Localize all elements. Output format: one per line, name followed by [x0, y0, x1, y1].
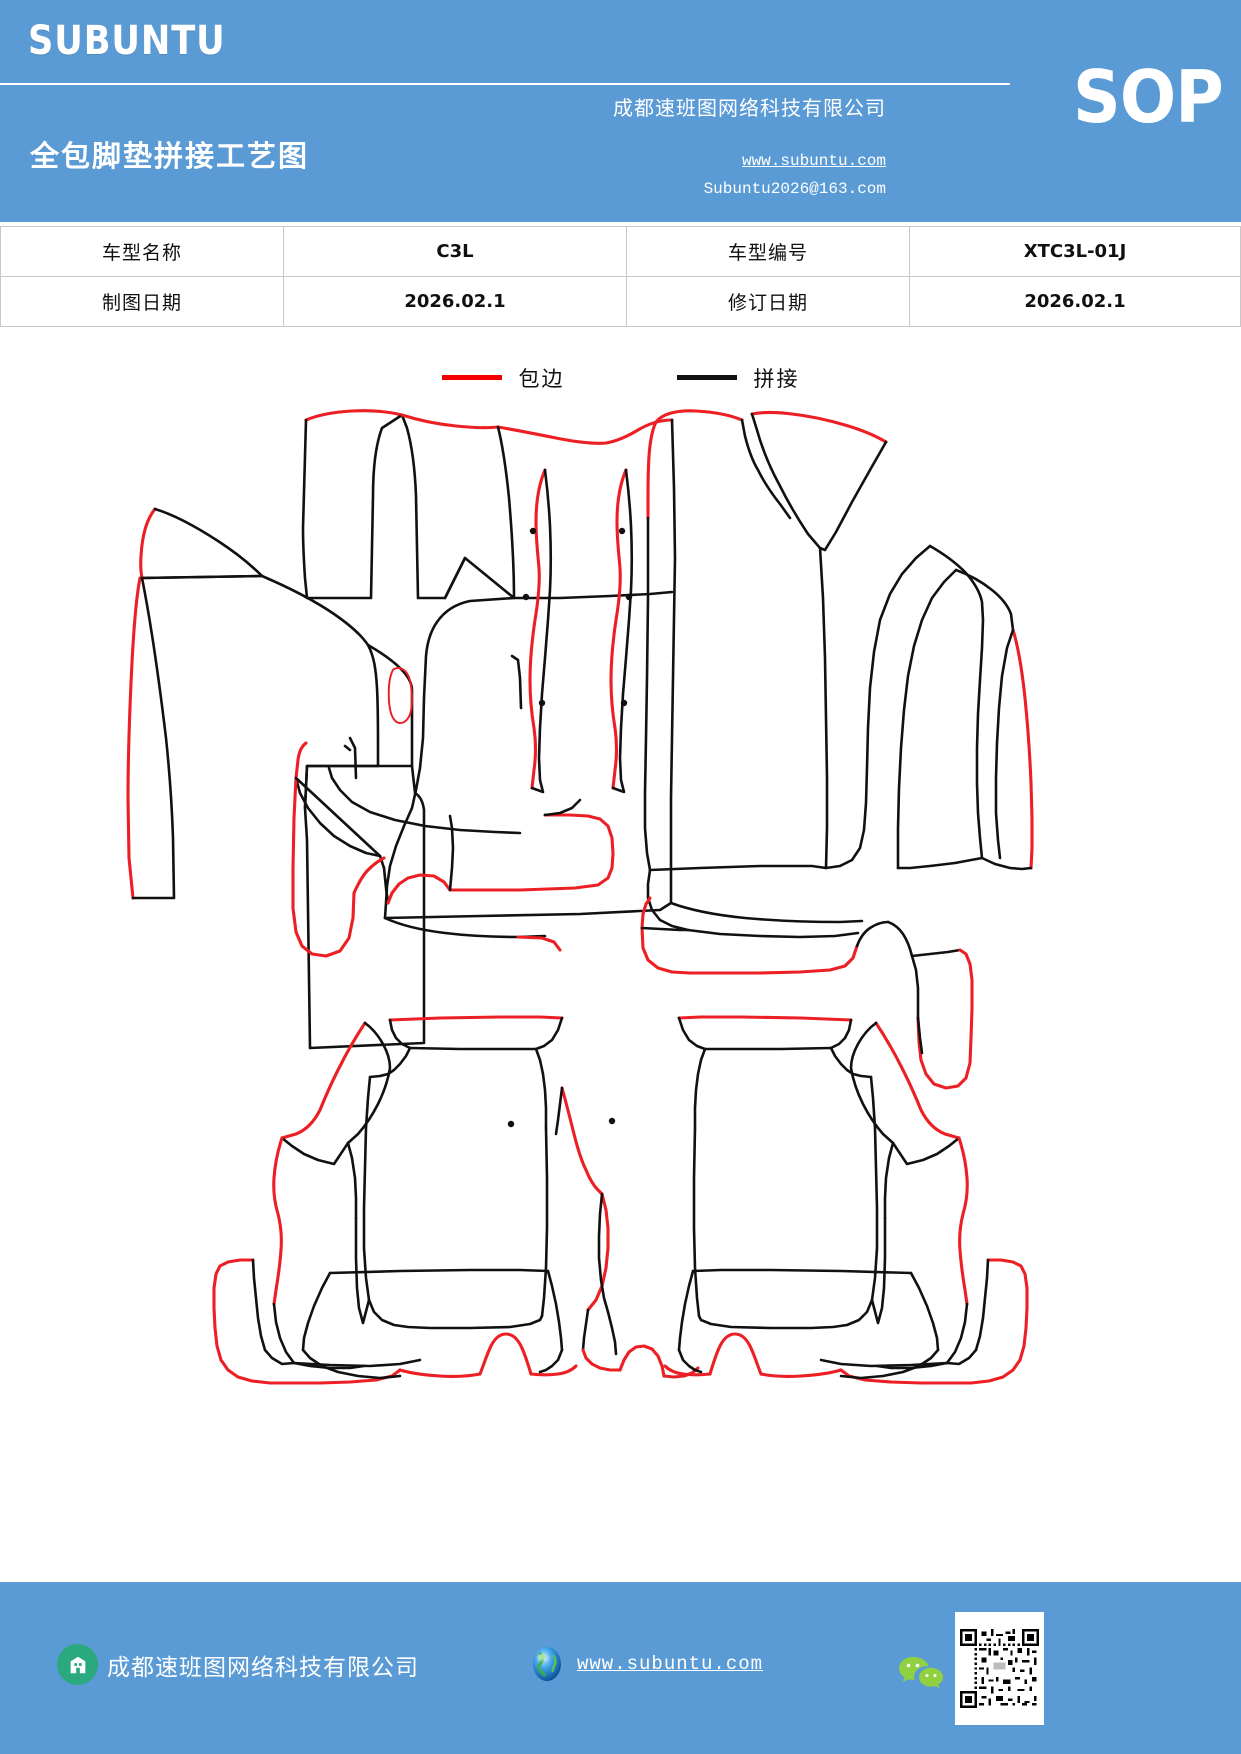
- part-rear-right-inner-strip: [507, 1117, 969, 1370]
- model-name-label: 车型名称: [0, 226, 284, 277]
- footer-website-link[interactable]: www.subuntu.com: [577, 1653, 764, 1675]
- part-left-rocker-strip: [510, 468, 553, 794]
- part-left-tunnel: [383, 413, 677, 920]
- part-left-sill: [126, 507, 264, 900]
- page-footer: 成都速班图网络科技有限公司 www.subuntu.com: [0, 1582, 1241, 1754]
- technical-drawing: [0, 398, 1241, 1418]
- part-right-seat-strip: [640, 868, 962, 975]
- brand-logo: SUBUNTU: [28, 18, 226, 64]
- globe-icon: [527, 1644, 567, 1684]
- part-right-rocker-strip: [609, 468, 634, 794]
- drawing-svg: [126, 409, 1034, 1385]
- part-left-kick: [140, 574, 414, 810]
- part-left-main-mat: [301, 409, 467, 600]
- legend-label-binding: 包边: [518, 366, 565, 391]
- sop-badge: SOP: [1073, 55, 1224, 139]
- hole-marker-icon: [538, 699, 546, 707]
- legend-swatch-black-icon: [676, 375, 737, 380]
- building-icon: [57, 1644, 98, 1685]
- part-rear-right-valance: [663, 1268, 940, 1380]
- hole-marker-icon: [625, 593, 633, 601]
- legend: 包边 拼接: [0, 355, 1241, 400]
- part-right-kick: [824, 544, 985, 870]
- revise-date-label: 修订日期: [626, 276, 910, 327]
- part-left-lower-bracket: [291, 776, 615, 958]
- hole-marker-icon: [620, 699, 628, 707]
- hole-marker-icon: [507, 1120, 515, 1128]
- footer-company-block: 成都速班图网络科技有限公司: [57, 1644, 419, 1685]
- part-rear-right-header: [677, 1015, 853, 1051]
- header-company-name: 成都速班图网络科技有限公司: [613, 98, 886, 120]
- part-rear-left-outer-sill: [212, 1258, 422, 1385]
- part-rear-left-header: [388, 1015, 564, 1051]
- part-right-sill: [954, 568, 1034, 871]
- page-title: 全包脚垫拼接工艺图: [30, 139, 310, 173]
- part-rear-right-diagonal: [849, 1021, 961, 1166]
- legend-swatch-red-icon: [441, 375, 502, 380]
- model-name-value: C3L: [283, 226, 627, 277]
- legend-item-binding: 包边: [441, 363, 565, 393]
- revise-date-value: 2026.02.1: [909, 276, 1241, 327]
- footer-company-name: 成都速班图网络科技有限公司: [107, 1654, 419, 1680]
- qr-code: [955, 1612, 1044, 1725]
- part-rear-center-tunnel: [554, 1086, 700, 1379]
- part-rear-left-diagonal: [280, 1021, 392, 1166]
- part-left-pedal-box: [303, 667, 426, 1050]
- part-right-lower-bracket: [910, 948, 974, 1090]
- table-row: 车型名称 C3L 车型编号 XTC3L-01J: [0, 226, 1241, 277]
- part-rear-right-main: [692, 1046, 895, 1330]
- hole-marker-icon: [522, 593, 530, 601]
- wechat-icon: [898, 1654, 944, 1690]
- draw-date-label: 制图日期: [0, 276, 284, 327]
- header-divider: [0, 83, 1010, 85]
- page-header: SUBUNTU 全包脚垫拼接工艺图 成都速班图网络科技有限公司 www.subu…: [0, 0, 1241, 222]
- hole-marker-icon: [608, 1117, 616, 1125]
- vehicle-info-table: 车型名称 C3L 车型编号 XTC3L-01J 制图日期 2026.02.1 修…: [0, 226, 1241, 327]
- part-rear-left-inner-strip: [272, 1136, 366, 1370]
- model-code-value: XTC3L-01J: [909, 226, 1241, 277]
- hole-marker-icon: [618, 527, 626, 535]
- part-right-main-mat: [643, 409, 888, 872]
- header-email: Subuntu2026@163.com: [703, 180, 886, 198]
- model-code-label: 车型编号: [626, 226, 910, 277]
- header-website-link[interactable]: www.subuntu.com: [741, 152, 886, 170]
- legend-item-seam: 拼接: [676, 363, 800, 393]
- hole-marker-icon: [529, 527, 537, 535]
- part-left-seat-strip: [294, 736, 562, 952]
- part-rear-right-outer-sill: [819, 1258, 1029, 1385]
- table-row: 制图日期 2026.02.1 修订日期 2026.02.1: [0, 276, 1241, 327]
- part-rear-left-main: [346, 1046, 549, 1330]
- part-rear-left-valance: [301, 1268, 578, 1380]
- draw-date-value: 2026.02.1: [283, 276, 627, 327]
- footer-website-block: www.subuntu.com: [527, 1644, 763, 1684]
- legend-label-seam: 拼接: [753, 366, 800, 391]
